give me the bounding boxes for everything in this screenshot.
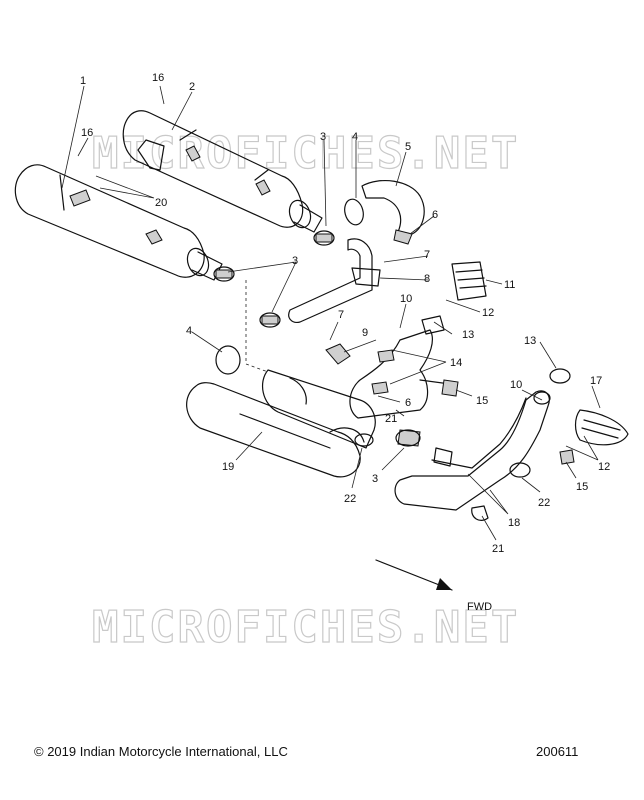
copyright-notice: © 2019 Indian Motorcycle International, … (34, 744, 288, 759)
callout-13: 13 (462, 329, 474, 341)
upper-muffler (122, 110, 323, 233)
o2-sensor-front (419, 379, 459, 397)
callout-3: 3 (292, 255, 298, 267)
heat-shield (361, 179, 425, 235)
callout-12: 12 (482, 307, 494, 319)
leader-lines (61, 85, 601, 541)
lower-muffler (14, 164, 223, 281)
callout-8: 8 (424, 273, 430, 285)
gasket-upper (344, 198, 364, 226)
callout-4: 4 (186, 325, 192, 337)
forward-direction-arrow (375, 559, 453, 591)
callout-16: 16 (81, 127, 93, 139)
callout-13: 13 (524, 335, 536, 347)
callout-15: 15 (576, 481, 588, 493)
callout-6: 6 (432, 209, 438, 221)
callout-3: 3 (320, 131, 326, 143)
callout-1: 1 (80, 75, 86, 87)
clamp-upper (313, 230, 335, 246)
callout-7: 7 (424, 249, 430, 261)
callout-21: 21 (492, 543, 504, 555)
callout-12: 12 (598, 461, 610, 473)
gasket-21-bottom (471, 505, 489, 521)
heat-shield-clip (393, 229, 413, 245)
muffler-bracket (137, 139, 165, 171)
callout-numbers: 1 2 16 16 20 3 4 5 6 7 8 3 11 12 10 7 13… (80, 72, 610, 555)
callout-15: 15 (476, 395, 488, 407)
clamp-collector (395, 429, 421, 447)
callout-2: 2 (189, 81, 195, 93)
callout-14: 14 (450, 357, 462, 369)
callout-19: 19 (222, 461, 234, 473)
callout-5: 5 (405, 141, 411, 153)
gasket-lower (215, 345, 241, 375)
callout-22: 22 (344, 493, 356, 505)
heat-shield-small (451, 261, 487, 301)
callout-7: 7 (338, 309, 344, 321)
heat-shield-front (574, 409, 629, 446)
fwd-label: FWD (467, 601, 492, 613)
front-head-pipe (349, 315, 445, 419)
callout-3: 3 (372, 473, 378, 485)
callout-10: 10 (400, 293, 412, 305)
callout-16: 16 (152, 72, 164, 84)
callout-4: 4 (352, 131, 358, 143)
clamp-lower (213, 266, 235, 282)
callout-6: 6 (405, 397, 411, 409)
watermark-bottom: MICROFICHES.NET (92, 602, 519, 653)
gasket-13-right (549, 368, 571, 384)
gasket-22-left (354, 433, 374, 447)
callout-21: 21 (385, 413, 397, 425)
callout-9: 9 (362, 327, 368, 339)
collector-assembly (186, 369, 376, 478)
callout-11: 11 (504, 279, 515, 291)
front-exhaust-pipe (394, 390, 551, 511)
watermark-top: MICROFICHES.NET (92, 128, 519, 179)
callout-10: 10 (510, 379, 522, 391)
callout-17: 17 (590, 375, 602, 387)
rear-head-pipe-bracket (288, 238, 381, 323)
clamp-mid (259, 312, 281, 328)
callout-22: 22 (538, 497, 550, 509)
figure-number: 200611 (536, 744, 579, 759)
callout-18: 18 (508, 517, 520, 529)
fitting-9 (325, 343, 351, 365)
assembly-line-2 (245, 363, 269, 373)
o2-sensor-rear (559, 449, 575, 465)
gasket-22-right (509, 462, 531, 478)
callout-20: 20 (155, 197, 167, 209)
